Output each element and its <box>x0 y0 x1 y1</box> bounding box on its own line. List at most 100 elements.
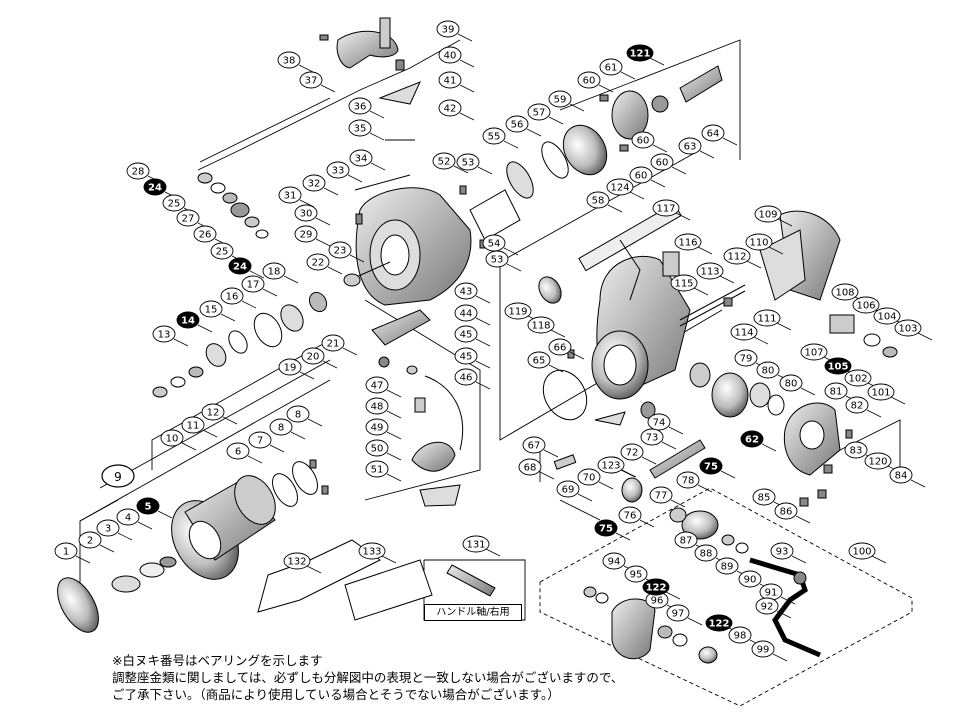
callout-46: 46 <box>454 368 478 386</box>
callout-103-badge <box>894 319 922 337</box>
callout-78: 78 <box>676 471 700 489</box>
leader-line <box>320 84 336 93</box>
callout-41: 41 <box>438 71 462 89</box>
callout-80-badge <box>779 374 803 392</box>
leader-line <box>459 84 475 93</box>
callout-42-badge <box>438 99 462 117</box>
callout-40-badge <box>438 46 462 64</box>
callout-56-number: 56 <box>511 120 524 131</box>
group-outlines <box>79 39 913 707</box>
callout-53-badge <box>456 153 480 171</box>
callout-106: 106 <box>852 296 880 314</box>
leader-line <box>475 295 491 304</box>
callout-94-number: 94 <box>608 557 621 568</box>
leader-line <box>720 470 736 479</box>
callout-16-number: 16 <box>226 292 239 303</box>
callout-69-badge <box>556 480 580 498</box>
leader-line <box>323 187 339 196</box>
callout-88: 88 <box>694 544 718 562</box>
callout-74: 74 <box>647 413 671 431</box>
callout-95: 95 <box>624 565 648 583</box>
callout-113-number: 113 <box>700 267 719 278</box>
callout-91-number: 91 <box>765 588 778 599</box>
callout-33-number: 33 <box>332 166 345 177</box>
note-shims-cont: ご了承下さい。（商品により使用している場合とそうでない場合がございます。） <box>112 687 560 702</box>
callout-70-badge <box>577 468 601 486</box>
callout-5-badge <box>136 497 160 515</box>
callout-22-badge <box>306 253 330 271</box>
callout-116-number: 116 <box>678 238 697 249</box>
callout-69: 69 <box>556 480 580 498</box>
callout-122-number: 122 <box>709 619 730 630</box>
leader-line <box>699 150 715 159</box>
callout-115: 115 <box>670 274 698 292</box>
callout-92: 92 <box>755 597 779 615</box>
callout-108-number: 108 <box>835 288 854 299</box>
callout-86-number: 86 <box>780 507 793 518</box>
callout-54-number: 54 <box>488 239 501 250</box>
group-9-label: 9 <box>101 464 135 488</box>
callout-62-badge <box>740 430 764 448</box>
callout-115-badge <box>670 274 698 292</box>
callout-39-badge <box>436 20 460 38</box>
callout-104-number: 104 <box>877 312 896 323</box>
leader-line <box>475 360 491 369</box>
callout-11-badge <box>181 416 205 434</box>
callout-107-badge <box>800 343 828 361</box>
leader-line <box>776 610 792 619</box>
part-shapes <box>57 17 898 664</box>
callout-58-badge <box>586 191 610 209</box>
callout-132-number: 132 <box>287 557 306 568</box>
leader-line <box>753 336 769 345</box>
callout-99-number: 99 <box>757 645 770 656</box>
callout-17-badge <box>241 275 265 293</box>
leader-line <box>241 300 257 309</box>
leader-line <box>910 479 926 488</box>
callout-60-badge <box>577 71 601 89</box>
callout-82-badge <box>845 396 869 414</box>
leader-line <box>917 332 933 341</box>
callout-15: 15 <box>199 300 223 318</box>
callout-60: 60 <box>650 153 674 171</box>
callout-76-number: 76 <box>624 511 637 522</box>
callout-73: 73 <box>640 428 664 446</box>
callout-133-badge <box>358 542 386 560</box>
callout-60: 60 <box>629 166 653 184</box>
callout-50-badge <box>365 439 389 457</box>
leader-line <box>871 555 887 564</box>
callout-67-number: 67 <box>528 441 541 452</box>
callout-120-number: 120 <box>868 457 887 468</box>
callout-75-number: 75 <box>599 524 613 535</box>
leader-line <box>569 351 585 360</box>
callout-25: 25 <box>210 242 234 260</box>
callout-83-badge <box>844 441 868 459</box>
callout-133: 133 <box>358 542 386 560</box>
callout-19: 19 <box>278 358 302 376</box>
callout-66-number: 66 <box>554 343 567 354</box>
callout-4-number: 4 <box>125 513 131 524</box>
callout-113: 113 <box>696 262 724 280</box>
callout-115-number: 115 <box>674 279 693 290</box>
callout-88-badge <box>694 544 718 562</box>
callout-105-badge <box>824 357 852 375</box>
callout-24: 24 <box>228 257 252 275</box>
callout-51: 51 <box>365 460 389 478</box>
callout-94-badge <box>602 552 626 570</box>
callout-21: 21 <box>321 334 345 352</box>
callout-13-badge <box>152 325 176 343</box>
group-9-label-text: 9 <box>114 470 122 484</box>
callout-38-number: 38 <box>283 56 296 67</box>
leader-line <box>671 166 687 175</box>
callout-132: 132 <box>283 552 311 570</box>
leader-line <box>315 217 331 226</box>
leader-line <box>697 246 713 255</box>
callout-45-badge <box>454 325 478 343</box>
callout-38-badge <box>277 51 301 69</box>
leader-line <box>75 555 91 564</box>
callout-32: 32 <box>302 174 326 192</box>
callout-44-number: 44 <box>460 309 473 320</box>
leader-line <box>386 452 402 461</box>
leader-line <box>670 499 686 508</box>
callout-124: 124 <box>606 178 634 196</box>
callout-29-number: 29 <box>300 230 313 241</box>
